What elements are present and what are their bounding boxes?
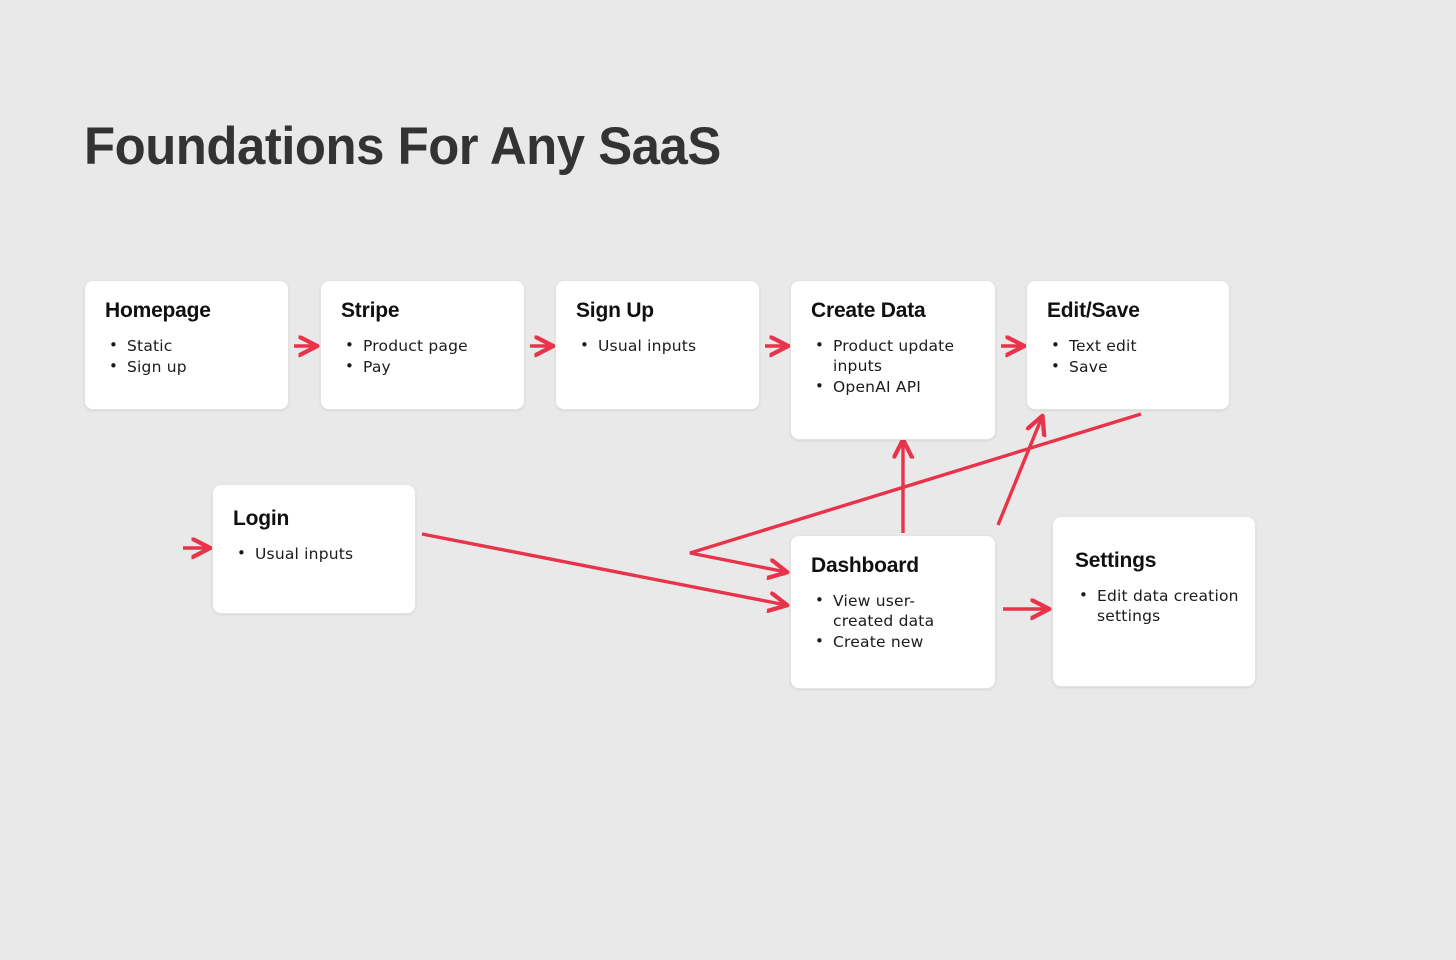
page-title: Foundations For Any SaaS <box>84 117 721 176</box>
node-item-list: Text edit Save <box>1047 336 1213 377</box>
node-settings[interactable]: Settings Edit data creation settings <box>1052 516 1256 687</box>
node-item-list: Usual inputs <box>576 336 743 356</box>
node-item-list: Static Sign up <box>105 336 272 377</box>
list-item: Text edit <box>1047 336 1213 356</box>
node-title: Homepage <box>105 299 211 322</box>
list-item: Usual inputs <box>233 544 399 564</box>
arrow-login-to-dashboard <box>421 532 786 605</box>
list-item: Sign up <box>105 357 272 377</box>
list-item: Product page <box>341 336 508 356</box>
node-sign-up[interactable]: Sign Up Usual inputs <box>555 280 760 410</box>
node-item-list: Usual inputs <box>233 544 399 564</box>
list-item: Static <box>105 336 272 356</box>
node-title: Edit/Save <box>1047 299 1140 322</box>
node-title: Settings <box>1075 549 1157 572</box>
node-create-data[interactable]: Create Data Product update inputs OpenAI… <box>790 280 996 440</box>
node-item-list: Edit data creation settings <box>1075 586 1239 626</box>
node-dashboard[interactable]: Dashboard View user-created data Create … <box>790 535 996 689</box>
arrow-dashboard-to-edit-save <box>996 417 1042 526</box>
node-stripe[interactable]: Stripe Product page Pay <box>320 280 525 410</box>
list-item: Pay <box>341 357 508 377</box>
list-item: Edit data creation settings <box>1075 586 1239 626</box>
node-title: Sign Up <box>576 299 654 322</box>
list-item: Save <box>1047 357 1213 377</box>
list-item: View user-created data <box>811 591 953 631</box>
node-title: Dashboard <box>811 554 919 577</box>
list-item: Create new <box>811 632 979 652</box>
node-edit-save[interactable]: Edit/Save Text edit Save <box>1026 280 1230 410</box>
node-title: Stripe <box>341 299 400 322</box>
list-item: Product update inputs <box>811 336 979 376</box>
node-item-list: View user-created data Create new <box>811 591 979 652</box>
node-item-list: Product page Pay <box>341 336 508 377</box>
node-login[interactable]: Login Usual inputs <box>212 484 416 614</box>
node-homepage[interactable]: Homepage Static Sign up <box>84 280 289 410</box>
list-item: Usual inputs <box>576 336 743 356</box>
node-item-list: Product update inputs OpenAI API <box>811 336 979 397</box>
list-item: OpenAI API <box>811 377 979 397</box>
node-title: Create Data <box>811 299 926 322</box>
node-title: Login <box>233 507 290 530</box>
